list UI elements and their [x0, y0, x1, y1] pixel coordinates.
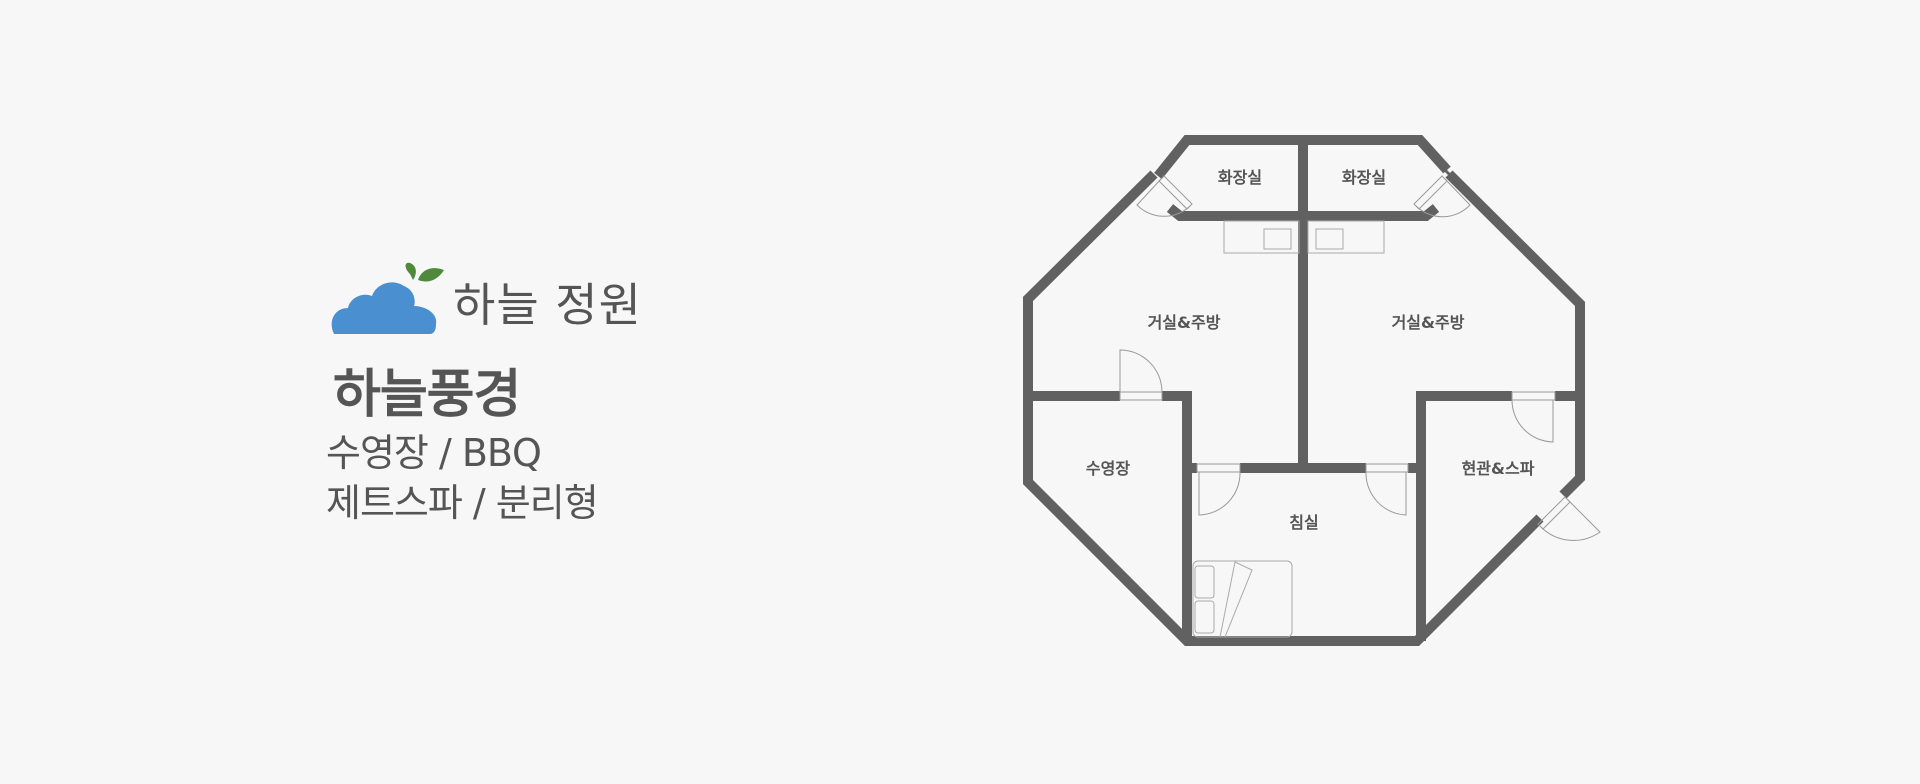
doors [1119, 175, 1601, 541]
room-label-pool: 수영장 [1086, 459, 1130, 478]
brand-logo: 하늘 정원 [330, 262, 642, 334]
room-label-bedroom: 침실 [1289, 513, 1318, 532]
unit-title: 하늘풍경 [333, 365, 521, 425]
walls [1023, 135, 1585, 646]
brand-name: 하늘 정원 [453, 278, 642, 332]
feature-line: 수영장 / BBQ [326, 431, 542, 475]
room-label-bathroom-right: 화장실 [1342, 168, 1386, 187]
feature-line: 제트스파 / 분리형 [326, 481, 599, 525]
unit-features: 수영장 / BBQ 제트스파 / 분리형 [326, 428, 599, 528]
room-label-entrance-spa: 현관&스파 [1462, 459, 1535, 478]
bed [1192, 560, 1293, 638]
room-label-living-kitchen-left: 거실&주방 [1148, 313, 1221, 332]
cloud-with-leaves-icon [331, 262, 444, 334]
room-label-bathroom-left: 화장실 [1218, 168, 1262, 187]
room-label-living-kitchen-right: 거실&주방 [1392, 313, 1465, 332]
fixtures [1192, 220, 1385, 638]
